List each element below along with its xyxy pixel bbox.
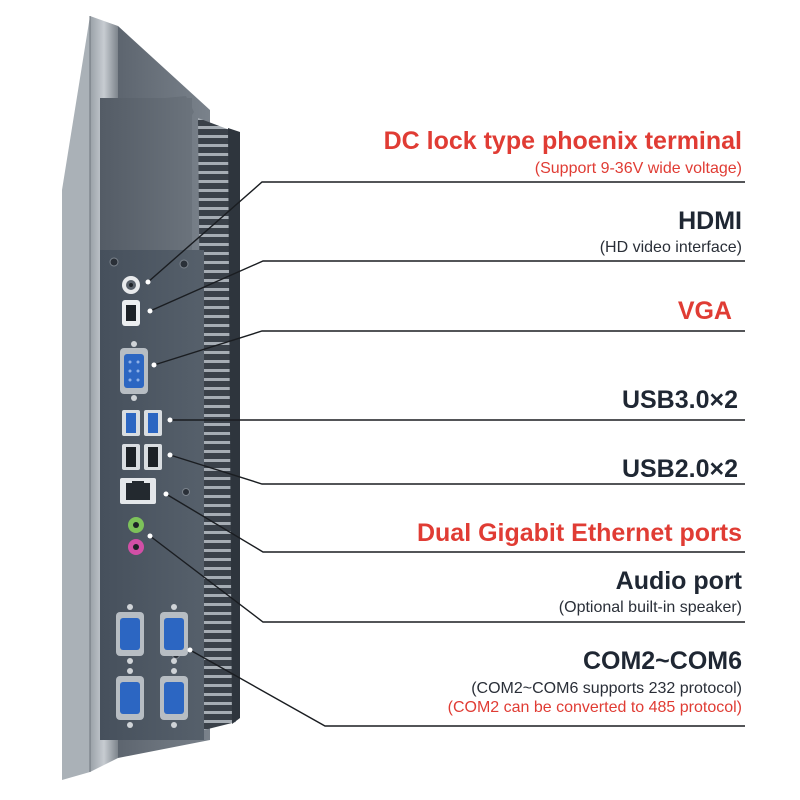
heatsink-fins: [198, 118, 240, 730]
label-audio-sub: (Optional built-in speaker): [558, 599, 742, 616]
leader-ethernet: [165, 493, 745, 553]
label-vga-title: VGA: [677, 297, 732, 325]
label-com-title: COM2~COM6: [582, 647, 742, 675]
label-hdmi-title: HDMI: [678, 207, 742, 235]
vga-port: [120, 341, 148, 401]
label-hdmi-sub: (HD video interface): [599, 239, 742, 256]
com-ports: [116, 604, 188, 728]
label-dc-title: DC lock type phoenix terminal: [383, 127, 742, 155]
callout-lines: [147, 181, 745, 727]
label-com-sub: (COM2~COM6 supports 232 protocol): [471, 680, 742, 697]
label-usb2-title: USB2.0×2: [621, 455, 738, 483]
label-ethernet-title: Dual Gigabit Ethernet ports: [416, 519, 742, 547]
ethernet-port: [120, 478, 156, 504]
hdmi-port: [122, 300, 140, 326]
usb2-ports: [122, 444, 162, 470]
leader-audio: [149, 535, 745, 623]
dc-terminal-port: [122, 276, 140, 294]
label-dc-sub: (Support 9-36V wide voltage): [534, 160, 742, 177]
leader-com: [189, 649, 745, 727]
label-com-sub2: (COM2 can be converted to 485 protocol): [447, 699, 742, 716]
leader-usb2: [169, 454, 745, 485]
audio-ports: [128, 517, 144, 555]
label-usb3-title: USB3.0×2: [621, 386, 738, 414]
leader-hdmi: [149, 260, 745, 312]
callout-dots: [145, 279, 193, 653]
usb3-ports: [122, 410, 162, 436]
leader-dc: [147, 181, 745, 283]
label-audio-title: Audio port: [615, 567, 742, 595]
leader-vga: [153, 330, 745, 366]
